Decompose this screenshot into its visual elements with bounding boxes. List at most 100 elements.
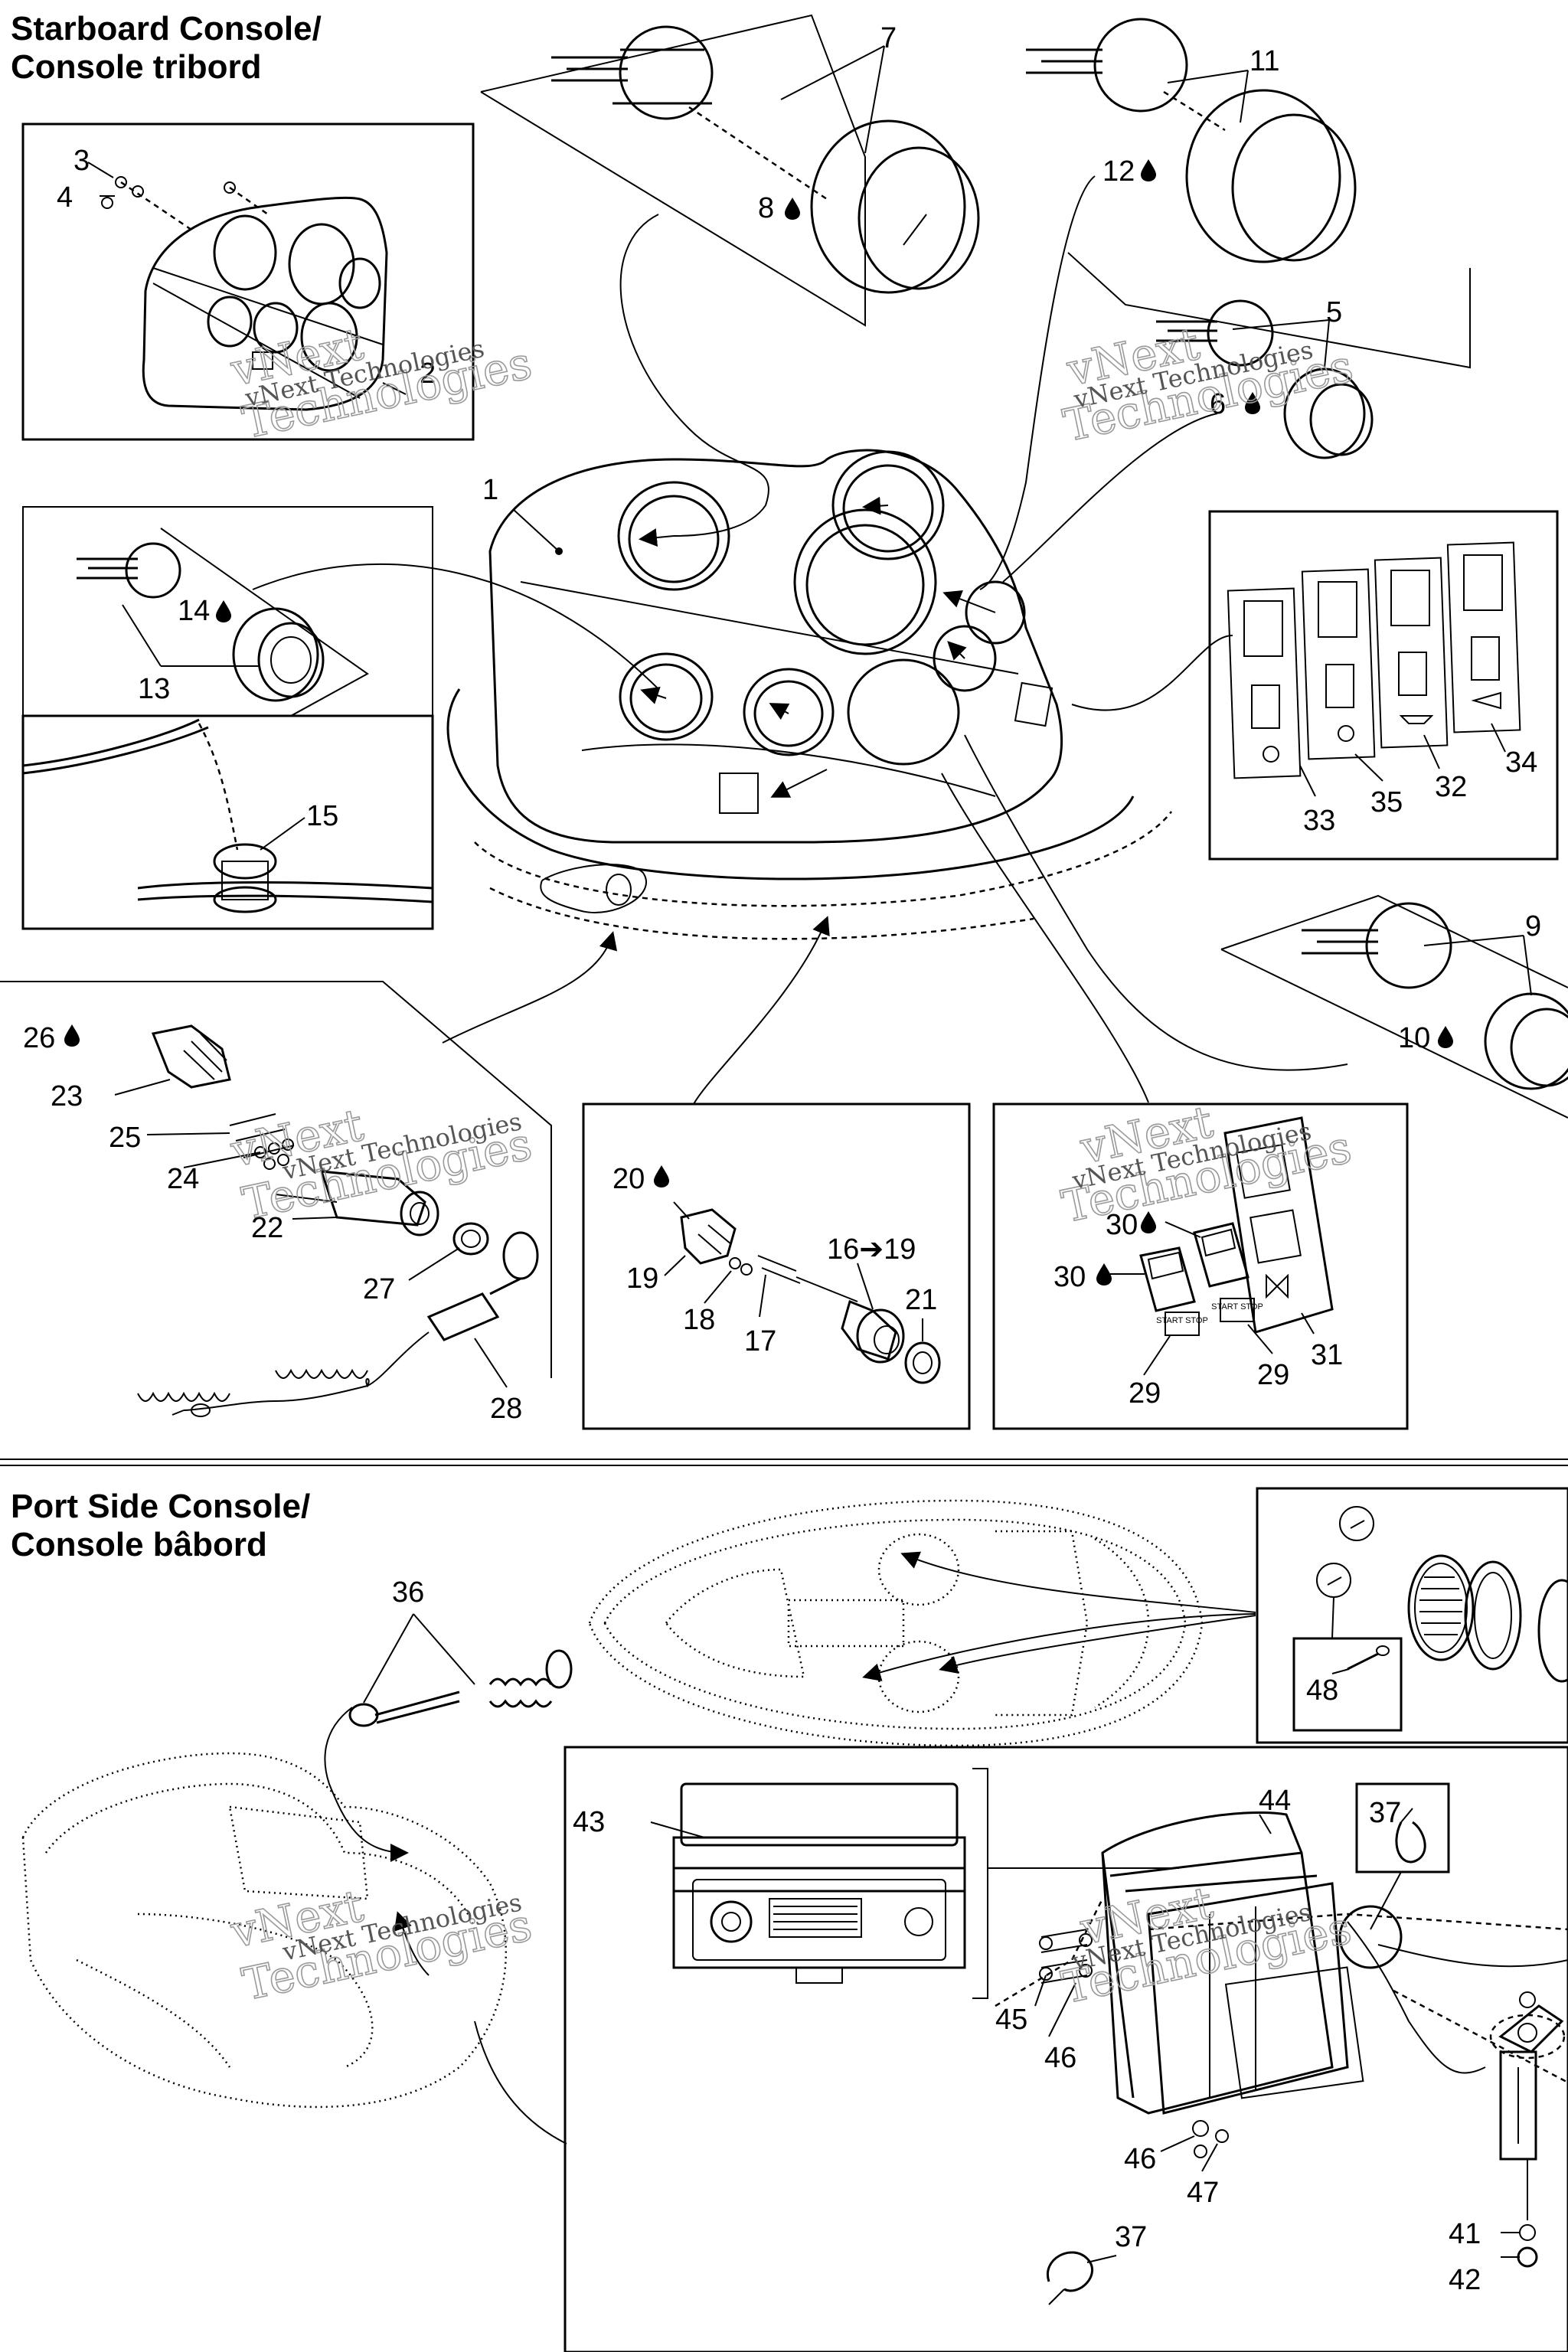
start-stop-text-a: START STOP bbox=[1156, 1316, 1208, 1325]
callout-31: 31 bbox=[1311, 1339, 1343, 1371]
callout-18: 18 bbox=[683, 1304, 715, 1336]
callout-8: 8 bbox=[758, 192, 774, 224]
callout-48: 48 bbox=[1306, 1674, 1338, 1707]
callout-30-left: 30 bbox=[1054, 1261, 1086, 1293]
pin-17 bbox=[757, 1255, 801, 1284]
callout-2: 2 bbox=[420, 358, 436, 390]
nut-47 bbox=[1215, 2129, 1229, 2143]
starboard-title-line2: Console tribord bbox=[11, 48, 262, 86]
callout-19: 19 bbox=[626, 1263, 658, 1295]
cable-36 bbox=[348, 1649, 573, 1727]
pins-25 bbox=[229, 1113, 295, 1158]
callout-11: 11 bbox=[1250, 45, 1279, 77]
housing-44 bbox=[1101, 1811, 1364, 2115]
nut-21 bbox=[904, 1341, 941, 1384]
arrow-badge-icon bbox=[1316, 1563, 1351, 1598]
lanyard-28 bbox=[137, 1231, 539, 1417]
callout-12: 12 bbox=[1102, 155, 1135, 188]
port-title-line1: Port Side Console/ bbox=[11, 1488, 310, 1525]
inset-speedo-pickup-15 bbox=[21, 714, 434, 930]
switch-32 bbox=[1374, 557, 1449, 749]
main-console bbox=[446, 449, 1172, 940]
callout-46-left: 46 bbox=[1044, 2042, 1076, 2074]
inset-start-stop: START STOP START STOP bbox=[992, 1102, 1409, 1430]
watermark-5: vNext Technologies vNext Technologies bbox=[225, 1879, 537, 2011]
stereo-faceplate-43 bbox=[672, 1768, 988, 1999]
callout-46-lower: 46 bbox=[1124, 2143, 1156, 2175]
callout-1: 1 bbox=[482, 474, 498, 506]
oil-drop-icon bbox=[216, 600, 231, 622]
arrow-badge-icon bbox=[1339, 1506, 1374, 1541]
callout-20: 20 bbox=[612, 1163, 645, 1195]
callout-42: 42 bbox=[1449, 2264, 1481, 2296]
switch-33 bbox=[1227, 587, 1302, 779]
inset-key-lanyard bbox=[0, 981, 552, 1417]
callout-22: 22 bbox=[251, 1212, 283, 1244]
seals-24 bbox=[254, 1138, 294, 1170]
callout-30-top: 30 bbox=[1106, 1209, 1138, 1241]
callout-26: 26 bbox=[23, 1022, 55, 1054]
boat-icon bbox=[1399, 715, 1434, 724]
callout-29-right: 29 bbox=[1257, 1359, 1289, 1391]
callout-41: 41 bbox=[1449, 2218, 1481, 2250]
boat-top-view bbox=[588, 1499, 1256, 1747]
arrow-accessory-outlet bbox=[693, 916, 830, 1105]
callout-34: 34 bbox=[1505, 746, 1537, 779]
callout-29-left: 29 bbox=[1129, 1377, 1161, 1410]
watermark-3: vNext Technologies vNext Technologies bbox=[225, 1098, 537, 1230]
inset-console-overview bbox=[21, 122, 475, 441]
wire-gauge-5 bbox=[1002, 413, 1218, 583]
callout-35: 35 bbox=[1370, 786, 1403, 818]
callout-23: 23 bbox=[51, 1080, 83, 1112]
wire-switch-panel bbox=[1071, 635, 1233, 711]
start-stop-label-a bbox=[1165, 1312, 1200, 1336]
callout-3: 3 bbox=[74, 145, 90, 177]
callout-24: 24 bbox=[167, 1163, 199, 1195]
bilge-icon bbox=[1338, 725, 1354, 742]
callout-32: 32 bbox=[1435, 771, 1467, 803]
horn-icon bbox=[1471, 691, 1501, 710]
key-switch-22 bbox=[275, 1170, 439, 1236]
callout-4: 4 bbox=[57, 181, 73, 214]
callout-37-lower: 37 bbox=[1115, 2221, 1147, 2253]
switch-35 bbox=[1301, 568, 1376, 760]
arrow-key-switch bbox=[442, 931, 618, 1044]
callout-36: 36 bbox=[392, 1576, 424, 1609]
oil-drop-icon bbox=[1438, 1026, 1453, 1048]
gauge-group-11-12 bbox=[1026, 18, 1357, 263]
oil-drop-icon bbox=[654, 1165, 669, 1187]
callout-44: 44 bbox=[1259, 1785, 1291, 1817]
start-stop-label-b bbox=[1220, 1298, 1255, 1322]
wire-start-stop bbox=[941, 773, 1149, 1103]
callout-45: 45 bbox=[995, 2004, 1027, 2036]
callout-33: 33 bbox=[1303, 805, 1335, 837]
starboard-title-line1: Starboard Console/ bbox=[11, 10, 322, 47]
callout-14: 14 bbox=[178, 595, 210, 627]
gauge-group-7-8 bbox=[480, 14, 980, 327]
seal-18 bbox=[729, 1257, 741, 1269]
oil-drop-icon bbox=[1141, 159, 1156, 181]
callout-37-top: 37 bbox=[1369, 1797, 1401, 1829]
light-icon bbox=[1263, 746, 1279, 763]
washers-46 bbox=[1079, 1933, 1209, 2158]
wire-gauge-7 bbox=[619, 214, 769, 537]
callout-27: 27 bbox=[363, 1273, 395, 1305]
callout-47: 47 bbox=[1187, 2177, 1219, 2209]
inset-switch-panel bbox=[1208, 510, 1559, 861]
callout-43: 43 bbox=[573, 1806, 605, 1838]
callout-10: 10 bbox=[1398, 1022, 1430, 1054]
oil-drop-icon bbox=[785, 198, 800, 220]
wire-gauge-9 bbox=[964, 734, 1348, 1071]
callout-5: 5 bbox=[1326, 296, 1342, 328]
nut-27 bbox=[452, 1222, 489, 1256]
port-title-line2: Console bâbord bbox=[11, 1526, 267, 1563]
callout-21: 21 bbox=[905, 1284, 937, 1316]
callout-7: 7 bbox=[880, 22, 897, 54]
watermark-6: vNext Technologies vNext Technologies bbox=[1057, 1876, 1356, 2014]
watermark-1: vNext Technologies vNext Technologies bbox=[225, 317, 537, 449]
switch-34 bbox=[1446, 541, 1521, 733]
callout-9: 9 bbox=[1525, 910, 1541, 942]
callout-16: 16➔19 bbox=[827, 1233, 916, 1266]
start-stop-text-b: START STOP bbox=[1211, 1302, 1263, 1312]
